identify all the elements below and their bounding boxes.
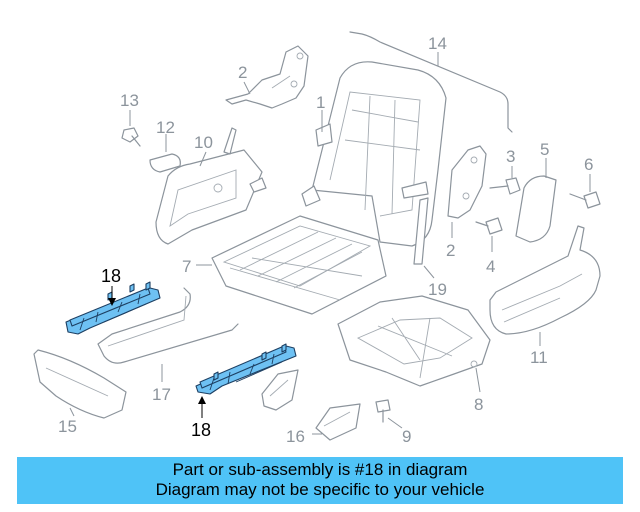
callout-1: 1 [316,93,325,112]
callout-2-upper: 2 [238,63,247,82]
part-6-bolt [569,174,601,209]
part-10-side-shield [155,127,267,245]
callout-19: 19 [428,280,447,299]
part-13-bolt [121,110,141,147]
callout-17: 17 [152,385,171,404]
part-11-side-trim [489,225,601,346]
callout-4: 4 [486,257,495,276]
part-2-lower-bracket [447,145,487,238]
callout-14: 14 [428,34,447,53]
part-9-bolt [375,399,403,429]
callout-5: 5 [540,140,549,159]
banner-line-2: Diagram may not be specific to your vehi… [155,480,485,499]
callout-16: 16 [286,427,305,446]
part-19-strap [413,197,435,279]
part-4-bolt [475,217,503,252]
part-2-upper-bracket [225,45,309,109]
part-18-seat-rail-left [65,281,161,335]
callout-2-lower: 2 [446,241,455,260]
banner-line-1: Part or sub-assembly is #18 in diagram [172,460,468,479]
callout-11: 11 [530,348,548,367]
part-16-brackets [261,369,361,441]
callout-7: 7 [182,257,191,276]
callout-10: 10 [194,133,213,152]
part-3-bolt [489,166,521,195]
callout-6: 6 [584,155,593,174]
parts-diagram: 1 2 2 3 4 5 6 7 8 9 10 11 12 13 14 15 16… [33,31,601,446]
callout-8: 8 [474,395,483,414]
callout-18-lower: 18 [191,420,211,440]
part-15-side-cover [33,349,127,419]
callout-18-upper: 18 [101,266,121,286]
part-5-pad [515,158,557,243]
info-banner: Part or sub-assembly is #18 in diagram D… [17,457,623,504]
callout-3: 3 [506,147,515,166]
callout-12: 12 [156,118,175,137]
callout-13: 13 [120,91,139,110]
part-8-track-mechanism [337,295,491,393]
part-17-wire-frame [97,287,239,382]
callout-9: 9 [402,427,411,446]
part-18-seat-rail-right [195,343,297,418]
callout-15: 15 [58,417,77,436]
part-12-cover [149,134,181,173]
part-7-cushion-frame [196,215,387,315]
